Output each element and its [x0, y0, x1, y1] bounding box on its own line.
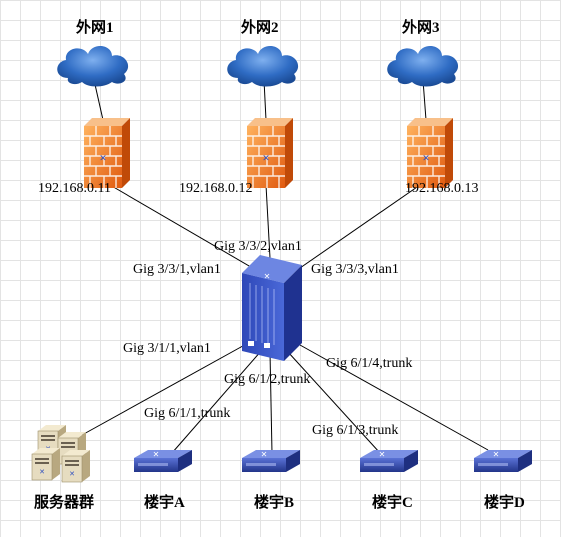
port-label: Gig 3/3/1,vlan1 — [133, 262, 221, 277]
link-core-buildingC — [287, 351, 381, 454]
port-label: Gig 6/1/4,trunk — [326, 356, 413, 371]
svg-text:✕: ✕ — [264, 272, 271, 281]
cloud-label: 外网1 — [76, 20, 114, 36]
port-label: Gig 3/1/1,vlan1 — [123, 341, 211, 356]
cloud-icon — [387, 45, 459, 87]
firewall-ip-label: 192.168.0.11 — [38, 181, 111, 196]
link-cloud3-fw3 — [422, 79, 427, 121]
link-fw2-core — [265, 184, 271, 259]
core-switch-icon: ✕ — [242, 255, 302, 361]
port-label: Gig 6/1/3,trunk — [312, 423, 399, 438]
port-label: Gig 3/3/2,vlan1 — [214, 239, 302, 254]
firewall-icon — [246, 117, 294, 189]
endpoint-label: 楼宇D — [484, 495, 525, 511]
link-fw1-core — [109, 184, 257, 271]
endpoint-label: 楼宇C — [372, 495, 413, 511]
switch-icon — [134, 450, 192, 472]
server-cluster-icon — [31, 424, 91, 483]
link-core-buildingA — [171, 349, 263, 454]
switch-icon — [242, 450, 300, 472]
firewall-icon — [406, 117, 454, 189]
cloud-icon — [57, 45, 129, 87]
cloud-icon — [227, 45, 299, 87]
firewall-icon — [83, 117, 131, 189]
cloud-label: 外网2 — [241, 20, 279, 36]
link-core-servers — [81, 341, 251, 436]
link-cloud2-fw2 — [263, 79, 267, 121]
link-core-buildingD — [299, 344, 489, 451]
firewall-ip-label: 192.168.0.13 — [405, 181, 479, 196]
endpoint-label: 服务器群 — [34, 495, 95, 511]
switch-icon — [474, 450, 532, 472]
link-cloud1-fw1 — [93, 79, 104, 121]
switch-icon — [360, 450, 418, 472]
port-label: Gig 3/3/3,vlan1 — [311, 262, 399, 277]
firewall-ip-label: 192.168.0.12 — [179, 181, 253, 196]
port-label: Gig 6/1/2,trunk — [224, 372, 311, 387]
endpoint-label: 楼宇A — [144, 495, 185, 511]
port-label: Gig 6/1/1,trunk — [144, 406, 231, 421]
cloud-label: 外网3 — [402, 20, 440, 36]
endpoint-label: 楼宇B — [254, 495, 295, 511]
link-core-buildingB — [269, 351, 273, 454]
link-fw3-core — [299, 184, 421, 269]
